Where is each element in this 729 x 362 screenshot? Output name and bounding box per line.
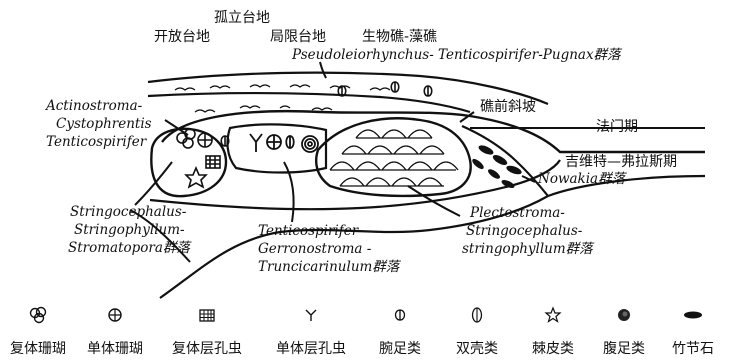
reef-label: 生物礁-藻礁 [362,30,437,44]
solitary-stromatoporoid-icon [301,305,321,325]
tenticospirifer-label-line3: Truncicarinulum群落 [258,261,399,275]
givetian-frasnian-label: 吉维特—弗拉斯期 [565,155,677,169]
legend-label: 腕足类 [365,338,435,358]
tenticospirifer-label-line2: Gerronostroma - [258,243,371,257]
fossil-legend: 复体珊瑚 单体珊瑚 复体层孔虫 单体层孔虫 腕足类 双壳类 棘皮类 腹足类 [0,300,729,362]
legend-label: 单体层孔虫 [268,338,354,358]
legend-item-brachiopod: 腕足类 [365,300,435,362]
legend-item-compound-coral: 复体珊瑚 [2,300,74,362]
legend-item-bivalve: 双壳类 [442,300,512,362]
plectostroma-label-line3: stringophyllum群落 [462,243,593,257]
algae-wave-marks [175,85,390,112]
legend-label: 腹足类 [594,338,654,358]
legend-item-echinoderm: 棘皮类 [518,300,588,362]
stringocephalus-label-line1: Stringocephalus- [70,206,186,220]
tentaculite-icon [681,305,705,325]
legend-label: 单体珊瑚 [79,338,151,358]
compound-coral-icon [28,305,48,325]
legend-label: 复体珊瑚 [2,338,74,358]
legend-item-gastropod: 腹足类 [594,300,654,362]
stringocephalus-label-line2: Stringophyllum- [74,224,185,238]
reef-dome-pattern [330,130,458,186]
legend-item-tentaculite: 竹节石 [662,300,724,362]
restricted-platform-fossils [250,134,318,152]
solitary-coral-icon [105,305,125,325]
isolated-platform-label: 孤立台地 [214,11,270,25]
echinoderm-icon [543,305,563,325]
pseudoleiorhynchus-community-label: Pseudoleiorhynchus- Tenticospirifer-Pugn… [292,49,621,63]
stringocephalus-label-line3: Stromatopora群落 [68,242,190,256]
upper-reef-fossils [338,82,432,96]
legend-label: 竹节石 [662,338,724,358]
bivalve-icon [467,305,487,325]
fore-reef-slope-label: 礁前斜坡 [480,100,536,114]
restricted-platform-label: 局限台地 [270,30,326,44]
famennian-label: 法门期 [596,120,638,134]
tenticospirifer-label-line1: Tenticospirifer- [258,225,363,239]
upper-reef-inner-line [148,93,470,112]
compound-stromatoporoid-icon [197,305,217,325]
open-platform-label: 开放台地 [154,30,210,44]
legend-item-compound-stromatoporoid: 复体层孔虫 [164,300,250,362]
legend-label: 棘皮类 [518,338,588,358]
legend-item-solitary-coral: 单体珊瑚 [79,300,151,362]
actinostroma-label-line2: Cystophrentis [56,118,152,132]
actinostroma-label-line1: Actinostroma- [46,100,142,114]
plectostroma-label-line2: Stringocephalus- [466,225,582,239]
nowakia-community-label: Nowakia群落 [538,173,625,187]
tentaculite-cluster [471,143,523,189]
legend-item-solitary-stromatoporoid: 单体层孔虫 [268,300,354,362]
brachiopod-icon [390,305,410,325]
legend-label: 复体层孔虫 [164,338,250,358]
gastropod-icon [614,305,634,325]
legend-label: 双壳类 [442,338,512,358]
actinostroma-label-line3: Tenticospirifer [46,136,146,150]
plectostroma-label-line1: Plectostroma- [470,207,565,221]
